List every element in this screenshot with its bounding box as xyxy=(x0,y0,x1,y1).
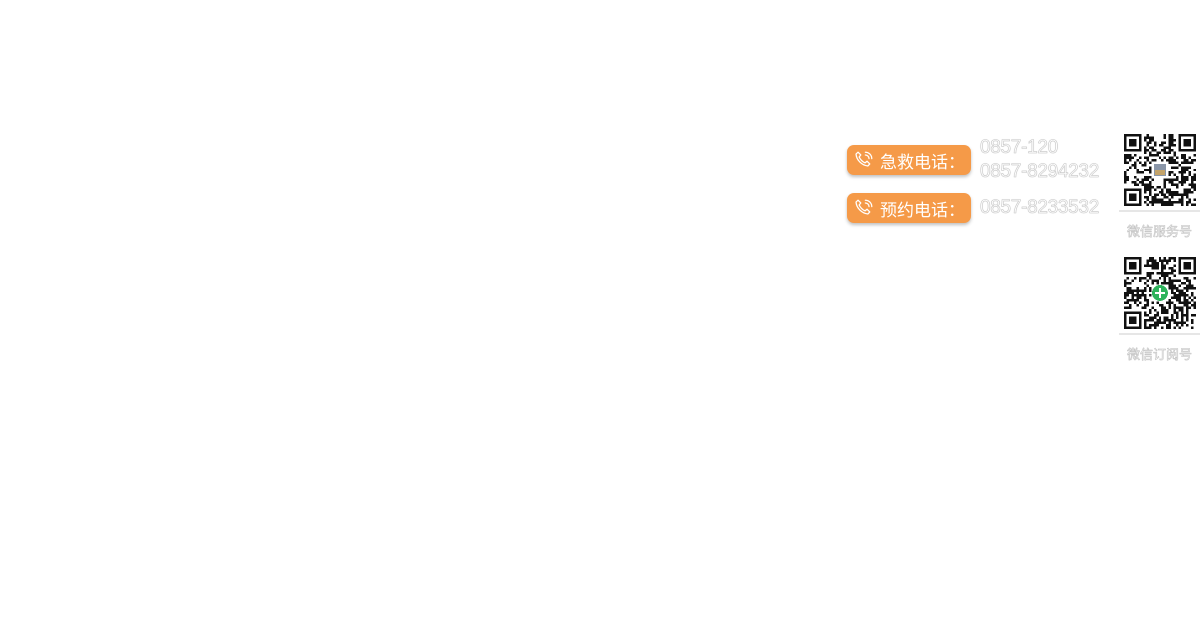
qr-service-account: 微信服务号 xyxy=(1119,134,1200,240)
emergency-phone-label: 急救电话： xyxy=(880,152,965,173)
phone-icon xyxy=(853,197,875,219)
emergency-phone-badge: 急救电话： xyxy=(847,145,971,175)
emergency-phone-number[interactable]: 0857-8294232 xyxy=(980,161,1100,183)
emergency-phone-number[interactable]: 0857-120 xyxy=(980,137,1059,159)
divider xyxy=(1119,333,1200,335)
phone-icon xyxy=(853,149,875,171)
qr-subscription-account: 微信订阅号 xyxy=(1119,257,1200,363)
appointment-phone-numbers: 0857-8233532 xyxy=(980,196,1100,220)
qr-code-icon xyxy=(1119,134,1200,206)
appointment-phone-block: 预约电话： 0857-8233532 xyxy=(847,193,1100,223)
qr-service-account-label: 微信服务号 xyxy=(1126,225,1193,241)
appointment-phone-number[interactable]: 0857-8233532 xyxy=(980,197,1100,219)
appointment-phone-label: 预约电话： xyxy=(880,200,965,221)
divider xyxy=(1119,210,1200,212)
appointment-phone-badge: 预约电话： xyxy=(847,193,971,223)
qr-code-icon xyxy=(1119,257,1200,329)
emergency-phone-block: 急救电话： 0857-120 0857-8294232 xyxy=(847,136,1100,184)
emergency-phone-numbers: 0857-120 0857-8294232 xyxy=(980,136,1100,184)
qr-subscription-account-label: 微信订阅号 xyxy=(1126,348,1193,364)
